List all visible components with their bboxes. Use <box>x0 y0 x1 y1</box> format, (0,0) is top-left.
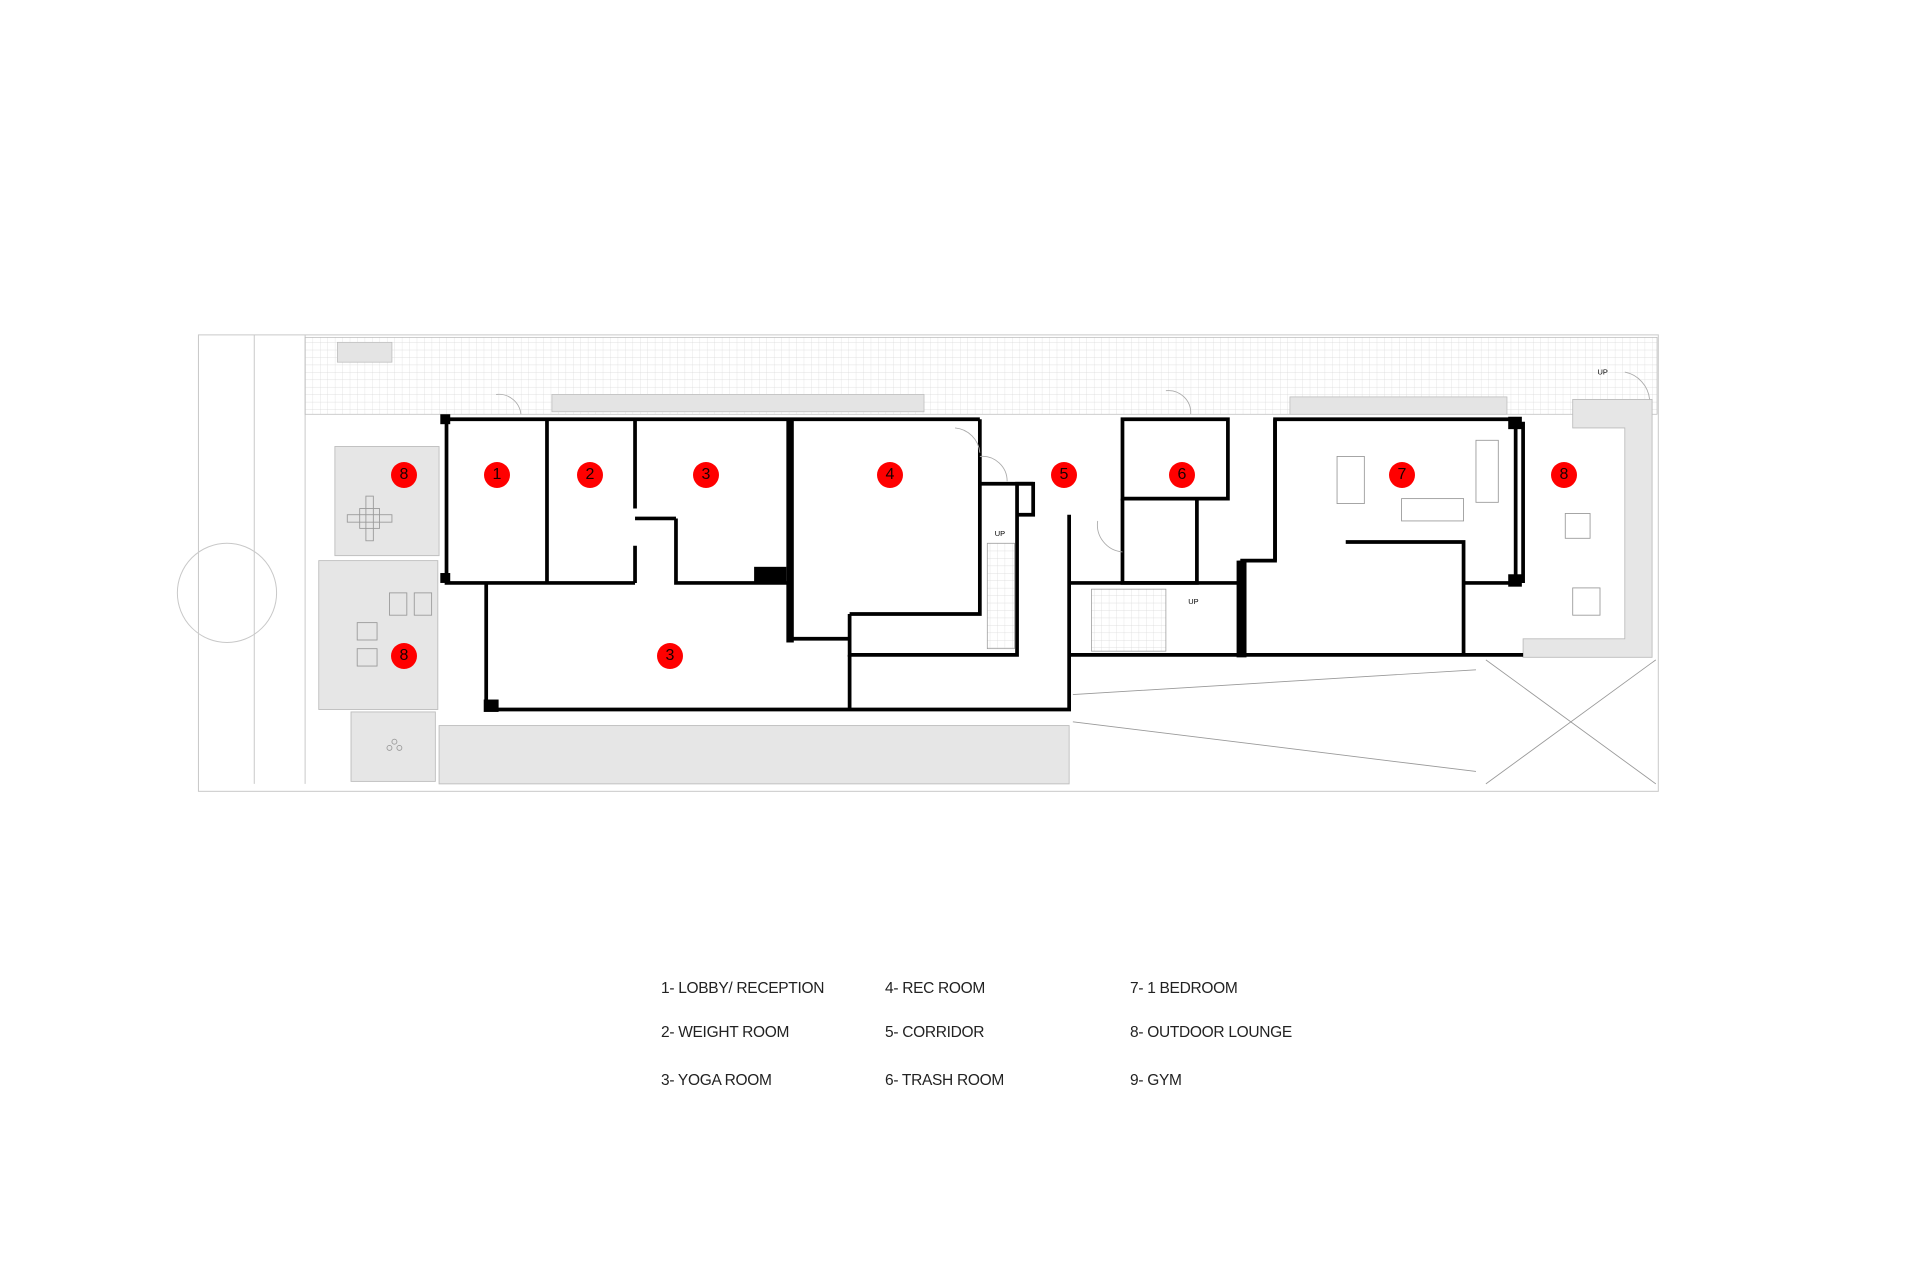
room-marker-yoga-room: 3 <box>693 462 719 488</box>
stair-label: UP <box>1188 597 1198 606</box>
wall-columns <box>440 414 1522 712</box>
room-marker-rec-room: 4 <box>877 462 903 488</box>
outdoor-lounge-areas <box>318 398 1653 785</box>
room-marker-weight-room: 2 <box>577 462 603 488</box>
room-marker-outdoor-lounge: 8 <box>1551 462 1577 488</box>
furniture <box>346 439 1657 785</box>
legend-item: 1- LOBBY/ RECEPTION <box>661 980 825 997</box>
legend-item: 7- 1 BEDROOM <box>1130 980 1238 997</box>
room-marker-yoga-room: 3 <box>657 643 683 669</box>
room-marker-corridor: 5 <box>1051 462 1077 488</box>
stairs <box>986 542 1167 652</box>
room-marker-outdoor-lounge: 8 <box>391 462 417 488</box>
legend-item: 4- REC ROOM <box>885 980 986 997</box>
walls <box>444 417 1525 712</box>
legend-item: 8- OUTDOOR LOUNGE <box>1130 1024 1292 1041</box>
legend-item: 5- CORRIDOR <box>885 1024 985 1041</box>
legend-item: 3- YOGA ROOM <box>661 1072 772 1089</box>
stair-label: UP <box>1598 368 1608 377</box>
door-swings <box>496 371 1651 553</box>
legend-item: 9- GYM <box>1130 1072 1182 1089</box>
legend-item: 6- TRASH ROOM <box>885 1072 1004 1089</box>
legend-item: 2- WEIGHT ROOM <box>661 1024 790 1041</box>
room-marker-outdoor-lounge: 8 <box>391 643 417 669</box>
stair-label: UP <box>995 529 1005 538</box>
room-marker-lobby: 1 <box>484 462 510 488</box>
room-marker-trash-room: 6 <box>1169 462 1195 488</box>
room-marker-one-bedroom: 7 <box>1389 462 1415 488</box>
planters <box>336 341 1508 415</box>
